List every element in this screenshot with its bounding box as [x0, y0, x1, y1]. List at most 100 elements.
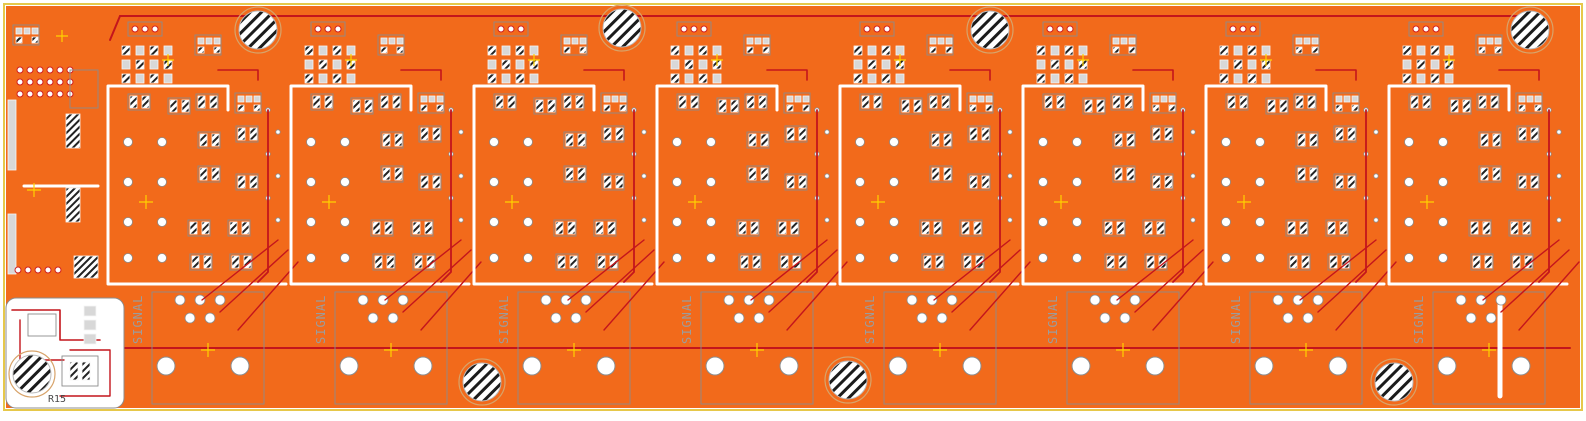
- via: [706, 177, 716, 187]
- smd-pad: [670, 59, 680, 70]
- component-outline: [601, 125, 625, 143]
- smd-pad: [380, 46, 388, 54]
- connector-outline: [69, 69, 99, 109]
- smd-pad: [579, 46, 587, 54]
- signal-trace: [933, 239, 1011, 301]
- header-pin: [131, 25, 139, 33]
- smd-pad: [1534, 95, 1542, 103]
- component-outline: [899, 97, 923, 115]
- signal-trace: [1498, 69, 1540, 81]
- isolation-slot: [1387, 84, 1569, 286]
- origin-marker: [528, 54, 540, 66]
- via: [1007, 129, 1013, 135]
- via: [946, 294, 958, 306]
- board-layer: [17, 15, 1571, 399]
- via: [1272, 294, 1284, 306]
- via: [1556, 173, 1562, 179]
- smd-pad: [495, 95, 504, 109]
- header-outline: [310, 21, 346, 37]
- component-outline: [1468, 219, 1492, 237]
- smd-pad: [1444, 73, 1454, 84]
- component-outline: [1150, 173, 1174, 191]
- header-pin: [1066, 25, 1074, 33]
- power-header-pin: [14, 266, 22, 274]
- ic-outline: [12, 24, 40, 46]
- via: [1072, 177, 1082, 187]
- component-outline: [235, 173, 259, 191]
- isolation-slot: [106, 84, 288, 286]
- via: [916, 312, 928, 324]
- origin-marker: [27, 183, 41, 197]
- via: [1373, 173, 1379, 179]
- origin-marker: [1077, 54, 1089, 66]
- isolated-trace: [11, 309, 101, 341]
- smd-pad: [318, 45, 328, 56]
- ic-outline: [926, 34, 954, 56]
- smd-pad: [149, 73, 159, 84]
- via: [275, 217, 281, 223]
- via: [1190, 217, 1196, 223]
- smd-pad: [762, 37, 770, 45]
- component-outline: [716, 97, 740, 115]
- ic-outline: [1515, 92, 1543, 114]
- smd-pad: [380, 95, 389, 109]
- via: [936, 312, 948, 324]
- header-outline: [493, 21, 529, 37]
- via: [489, 253, 499, 263]
- via: [1404, 253, 1414, 263]
- component-outline: [1478, 165, 1502, 183]
- signal-trace: [402, 249, 472, 313]
- smd-pad: [1472, 255, 1481, 269]
- smd-pad: [575, 95, 584, 109]
- isolation-slot: [289, 84, 471, 286]
- channel-3: SIGNAL: [472, 21, 665, 405]
- origin-marker: [711, 54, 723, 66]
- via: [1556, 217, 1562, 223]
- smd-pad: [487, 59, 497, 70]
- via: [1455, 294, 1467, 306]
- smd-pad: [149, 45, 159, 56]
- smd-pad: [758, 95, 767, 109]
- signal-trace: [1116, 239, 1194, 301]
- smd-pad: [312, 95, 321, 109]
- terminal-pad: [1437, 356, 1457, 376]
- power-header-pin: [54, 266, 62, 274]
- via: [641, 129, 647, 135]
- smd-pad: [1116, 221, 1125, 235]
- smd-pad: [304, 73, 314, 84]
- smd-pad: [1343, 95, 1351, 103]
- origin-marker: [384, 343, 398, 357]
- component-outline: [561, 93, 585, 111]
- smd-pad: [881, 73, 891, 84]
- channel-label: SIGNAL: [131, 295, 145, 344]
- footer-designator: R15: [48, 394, 66, 405]
- terminal-block-outline: [1432, 291, 1546, 405]
- smd-pad: [798, 127, 807, 141]
- smd-pad: [69, 361, 79, 381]
- smd-pad: [895, 45, 905, 56]
- via: [340, 253, 350, 263]
- power-header-pin: [34, 266, 42, 274]
- via: [672, 177, 682, 187]
- component-outline: [1285, 219, 1309, 237]
- smd-pad: [121, 59, 131, 70]
- smd-pad: [929, 37, 937, 45]
- smd-pad: [577, 167, 586, 181]
- component-outline: [601, 173, 625, 191]
- board-edge: [3, 3, 1583, 411]
- smd-pad: [1410, 95, 1419, 109]
- smd-pad: [901, 99, 910, 113]
- smd-pad: [1347, 127, 1356, 141]
- via: [824, 217, 830, 223]
- signal-trace: [1315, 69, 1357, 81]
- component-outline: [736, 219, 760, 237]
- smd-pad: [1084, 99, 1093, 113]
- smd-pad: [567, 221, 576, 235]
- smd-pad: [565, 167, 574, 181]
- smd-pad: [698, 59, 708, 70]
- smd-pad: [1402, 73, 1412, 84]
- smd-pad: [670, 73, 680, 84]
- smd-pad: [507, 95, 516, 109]
- terminal-pad: [888, 356, 908, 376]
- power-header-pin: [26, 66, 34, 74]
